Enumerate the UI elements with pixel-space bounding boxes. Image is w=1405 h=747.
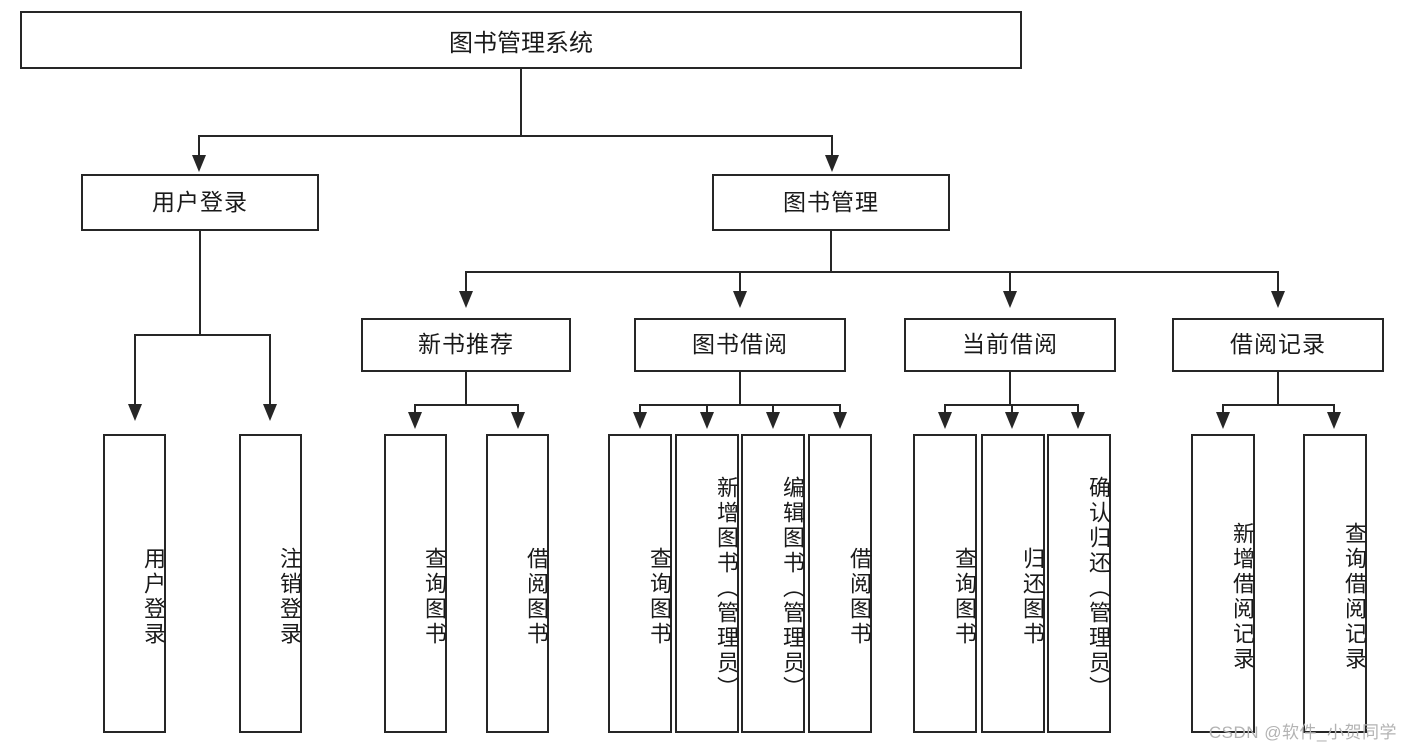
arrowhead-user-login: [192, 155, 206, 172]
node-new-book-recommend-label: 新书推荐: [418, 331, 514, 358]
arrowhead-book-borrow: [733, 291, 747, 308]
leaf-current-borrow-0[interactable]: 查询图书: [913, 434, 977, 733]
leaf-book-borrow-0-label: 查询图书: [647, 546, 672, 647]
connector-book-borrow-leaf-2: [772, 404, 774, 416]
connector-to-book-management: [831, 135, 833, 157]
node-book-borrow[interactable]: 图书借阅: [634, 318, 846, 372]
arrowhead-current-borrow-leaf-1: [1005, 412, 1019, 429]
leaf-current-borrow-0-label: 查询图书: [952, 546, 977, 647]
arrowhead-book-borrow-leaf-2: [766, 412, 780, 429]
connector-book-borrow-leaf-3: [839, 404, 841, 416]
connector-user-login-leaf-1: [269, 334, 271, 406]
node-current-borrow-label: 当前借阅: [962, 331, 1058, 358]
leaf-new-book-recommend-1-label: 借阅图书: [524, 546, 549, 647]
node-root-label: 图书管理系统: [449, 29, 593, 57]
arrowhead-book-borrow-leaf-0: [633, 412, 647, 429]
node-user-login-label: 用户登录: [152, 188, 248, 215]
leaf-book-borrow-1-label: 新增图书（管理员）: [714, 476, 739, 701]
leaf-book-borrow-3-label: 借阅图书: [847, 546, 872, 647]
node-root-book-management-system[interactable]: 图书管理系统: [20, 11, 1022, 69]
connector-level2-bus: [198, 135, 833, 137]
node-book-management-label: 图书管理: [783, 188, 879, 215]
leaf-user-login-1[interactable]: 注销登录: [239, 434, 302, 733]
arrowhead-current-borrow-leaf-2: [1071, 412, 1085, 429]
connector-user-login-bus: [134, 334, 271, 336]
connector-book-borrow-bus: [639, 404, 841, 406]
connector-book-borrow-leaf-0: [639, 404, 641, 416]
leaf-book-borrow-2-label: 编辑图书（管理员）: [780, 476, 805, 701]
leaf-new-book-recommend-0-label: 查询图书: [422, 546, 447, 647]
connector-new-book-recommend-stem: [465, 372, 467, 406]
leaf-user-login-1-label: 注销登录: [277, 546, 302, 647]
leaf-borrow-record-1-label: 查询借阅记录: [1342, 521, 1367, 672]
node-book-borrow-label: 图书借阅: [692, 331, 788, 358]
connector-book-management-stem: [830, 231, 832, 273]
connector-current-borrow-leaf-0: [944, 404, 946, 416]
connector-book-borrow-stem: [739, 372, 741, 406]
leaf-user-login-0-label: 用户登录: [141, 546, 166, 647]
arrowhead-book-management: [825, 155, 839, 172]
connector-user-login-leaf-0: [134, 334, 136, 406]
node-new-book-recommend[interactable]: 新书推荐: [361, 318, 571, 372]
leaf-book-borrow-1[interactable]: 新增图书（管理员）: [675, 434, 739, 733]
leaf-borrow-record-0-label: 新增借阅记录: [1230, 521, 1255, 672]
leaf-borrow-record-0[interactable]: 新增借阅记录: [1191, 434, 1255, 733]
leaf-user-login-0[interactable]: 用户登录: [103, 434, 166, 733]
connector-new-book-recommend-leaf-1: [517, 404, 519, 416]
arrowhead-book-borrow-leaf-1: [700, 412, 714, 429]
connector-to-borrow-record: [1277, 271, 1279, 293]
leaf-book-borrow-3[interactable]: 借阅图书: [808, 434, 872, 733]
connector-to-current-borrow: [1009, 271, 1011, 293]
node-book-management[interactable]: 图书管理: [712, 174, 950, 231]
connector-current-borrow-stem: [1009, 372, 1011, 406]
connector-root-stem: [520, 69, 522, 136]
csdn-watermark: CSDN @软件_小贺同学: [1208, 723, 1397, 742]
leaf-current-borrow-1-label: 归还图书: [1020, 546, 1045, 647]
arrowhead-user-login-leaf-0: [128, 404, 142, 421]
connector-new-book-recommend-bus: [414, 404, 519, 406]
leaf-new-book-recommend-1[interactable]: 借阅图书: [486, 434, 549, 733]
connector-to-user-login: [198, 135, 200, 157]
arrowhead-current-borrow-leaf-0: [938, 412, 952, 429]
connector-new-book-recommend-leaf-0: [414, 404, 416, 416]
connector-user-login-stem: [199, 231, 201, 335]
arrowhead-borrow-record: [1271, 291, 1285, 308]
connector-current-borrow-leaf-1: [1011, 404, 1013, 416]
connector-current-borrow-leaf-2: [1077, 404, 1079, 416]
leaf-book-borrow-0[interactable]: 查询图书: [608, 434, 672, 733]
connector-borrow-record-stem: [1277, 372, 1279, 406]
node-borrow-record-label: 借阅记录: [1230, 331, 1326, 358]
leaf-current-borrow-1[interactable]: 归还图书: [981, 434, 1045, 733]
leaf-book-borrow-2[interactable]: 编辑图书（管理员）: [741, 434, 805, 733]
connector-borrow-record-leaf-0: [1222, 404, 1224, 416]
leaf-new-book-recommend-0[interactable]: 查询图书: [384, 434, 447, 733]
leaf-current-borrow-2-label: 确认归还（管理员）: [1086, 476, 1111, 701]
arrowhead-user-login-leaf-1: [263, 404, 277, 421]
connector-level3-bus: [465, 271, 1279, 273]
arrowhead-current-borrow: [1003, 291, 1017, 308]
node-borrow-record[interactable]: 借阅记录: [1172, 318, 1384, 372]
connector-book-borrow-leaf-1: [706, 404, 708, 416]
leaf-borrow-record-1[interactable]: 查询借阅记录: [1303, 434, 1367, 733]
connector-to-new-book-recommend: [465, 271, 467, 293]
arrowhead-new-book-recommend-leaf-1: [511, 412, 525, 429]
node-user-login[interactable]: 用户登录: [81, 174, 319, 231]
leaf-current-borrow-2[interactable]: 确认归还（管理员）: [1047, 434, 1111, 733]
arrowhead-borrow-record-leaf-1: [1327, 412, 1341, 429]
connector-borrow-record-leaf-1: [1333, 404, 1335, 416]
connector-borrow-record-bus: [1222, 404, 1335, 406]
arrowhead-new-book-recommend: [459, 291, 473, 308]
arrowhead-new-book-recommend-leaf-0: [408, 412, 422, 429]
connector-to-book-borrow: [739, 271, 741, 293]
arrowhead-borrow-record-leaf-0: [1216, 412, 1230, 429]
node-current-borrow[interactable]: 当前借阅: [904, 318, 1116, 372]
arrowhead-book-borrow-leaf-3: [833, 412, 847, 429]
